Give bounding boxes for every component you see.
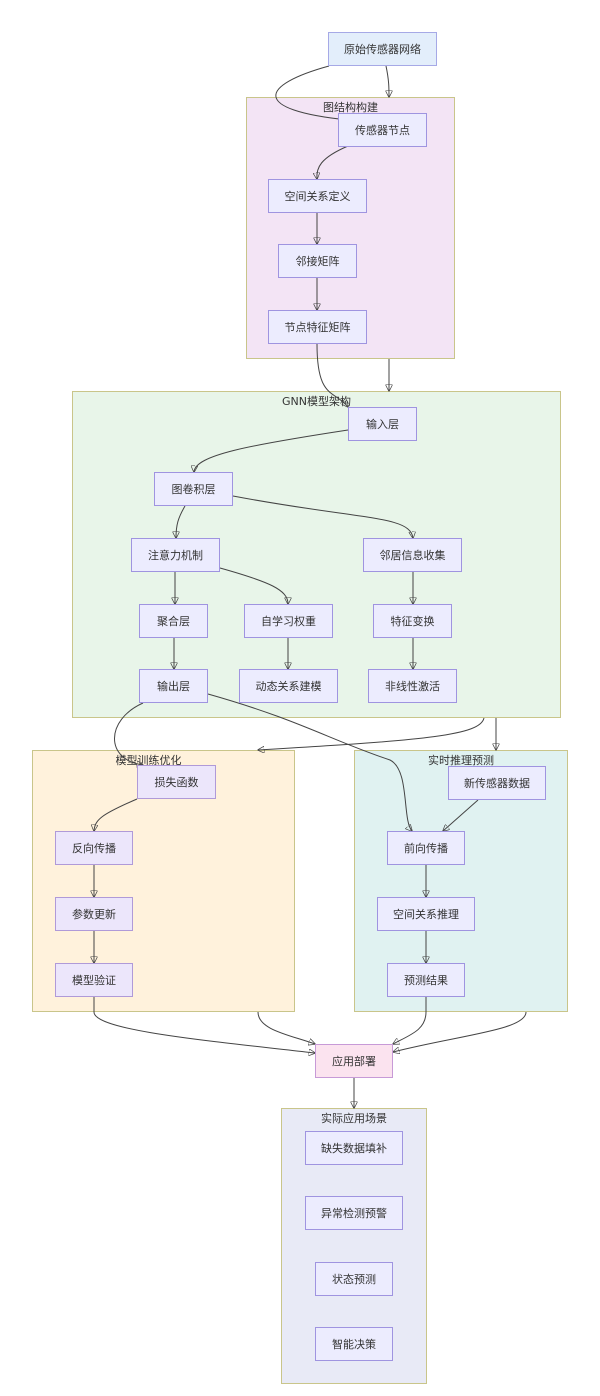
node-label: 输出层	[157, 680, 190, 693]
node-label: 缺失数据填补	[321, 1142, 387, 1155]
node-prediction-result[interactable]: 预测结果	[387, 963, 465, 997]
node-new-sensor-data[interactable]: 新传感器数据	[448, 766, 546, 800]
node-label: 原始传感器网络	[344, 43, 421, 56]
node-label: 参数更新	[72, 908, 116, 921]
node-label: 输入层	[366, 418, 399, 431]
cluster-title: 实际应用场景	[321, 1112, 387, 1125]
node-label: 空间关系定义	[284, 190, 351, 203]
node-anomaly-detection[interactable]: 异常检测预警	[305, 1196, 403, 1230]
node-dynamic-modeling[interactable]: 动态关系建模	[239, 669, 338, 703]
edge-gnn-to-training	[258, 717, 485, 750]
edge-inference-to-deploy	[393, 1011, 527, 1052]
node-label: 特征变换	[390, 615, 435, 628]
node-label: 状态预测	[332, 1273, 376, 1286]
node-input-layer[interactable]: 输入层	[348, 407, 417, 441]
node-model-validation[interactable]: 模型验证	[55, 963, 133, 997]
node-label: 邻居信息收集	[379, 549, 446, 562]
node-label: 节点特征矩阵	[284, 321, 351, 334]
node-label: 非线性激活	[385, 680, 440, 693]
node-feature-matrix[interactable]: 节点特征矩阵	[268, 310, 367, 344]
edge-training-to-deploy	[257, 1011, 315, 1044]
node-label: 预测结果	[404, 974, 448, 987]
cluster-title: 实时推理预测	[428, 754, 494, 767]
node-attention[interactable]: 注意力机制	[131, 538, 220, 572]
node-label: 聚合层	[157, 615, 190, 628]
node-sensor-nodes[interactable]: 传感器节点	[338, 113, 427, 147]
node-parameter-update[interactable]: 参数更新	[55, 897, 133, 931]
node-label: 注意力机制	[148, 549, 203, 562]
edge-raw-to-graph-build	[386, 65, 389, 97]
node-label: 图卷积层	[171, 483, 216, 496]
node-label: 损失函数	[154, 776, 199, 789]
node-label: 邻接矩阵	[295, 255, 340, 268]
node-output-layer[interactable]: 输出层	[139, 669, 208, 703]
node-label: 智能决策	[332, 1338, 376, 1351]
node-backpropagation[interactable]: 反向传播	[55, 831, 133, 865]
node-adjacency-matrix[interactable]: 邻接矩阵	[278, 244, 357, 278]
cluster-title: GNN模型架构	[282, 395, 351, 408]
node-label: 应用部署	[332, 1055, 376, 1068]
node-label: 反向传播	[72, 842, 116, 855]
node-graph-conv-layer[interactable]: 图卷积层	[154, 472, 233, 506]
node-spatial-inference[interactable]: 空间关系推理	[377, 897, 475, 931]
node-missing-data-imputation[interactable]: 缺失数据填补	[305, 1131, 403, 1165]
node-forward-propagation[interactable]: 前向传播	[387, 831, 465, 865]
node-label: 异常检测预警	[321, 1207, 387, 1220]
node-nonlinear-activation[interactable]: 非线性激活	[368, 669, 457, 703]
node-label: 动态关系建模	[255, 680, 322, 693]
node-label: 新传感器数据	[464, 777, 530, 790]
node-feature-transform[interactable]: 特征变换	[373, 604, 452, 638]
node-neighbor-collect[interactable]: 邻居信息收集	[363, 538, 462, 572]
node-spatial-definition[interactable]: 空间关系定义	[268, 179, 367, 213]
node-deployment[interactable]: 应用部署	[315, 1044, 393, 1078]
node-label: 传感器节点	[355, 124, 410, 137]
node-aggregation-layer[interactable]: 聚合层	[139, 604, 208, 638]
node-state-prediction[interactable]: 状态预测	[315, 1262, 393, 1296]
node-label: 前向传播	[404, 842, 448, 855]
node-label: 空间关系推理	[393, 908, 459, 921]
node-self-learning-weight[interactable]: 自学习权重	[244, 604, 333, 638]
node-loss-function[interactable]: 损失函数	[137, 765, 216, 799]
node-label: 模型验证	[72, 974, 116, 987]
node-raw-sensor-network[interactable]: 原始传感器网络	[328, 32, 437, 66]
node-label: 自学习权重	[261, 615, 316, 628]
node-intelligent-decision[interactable]: 智能决策	[315, 1327, 393, 1361]
